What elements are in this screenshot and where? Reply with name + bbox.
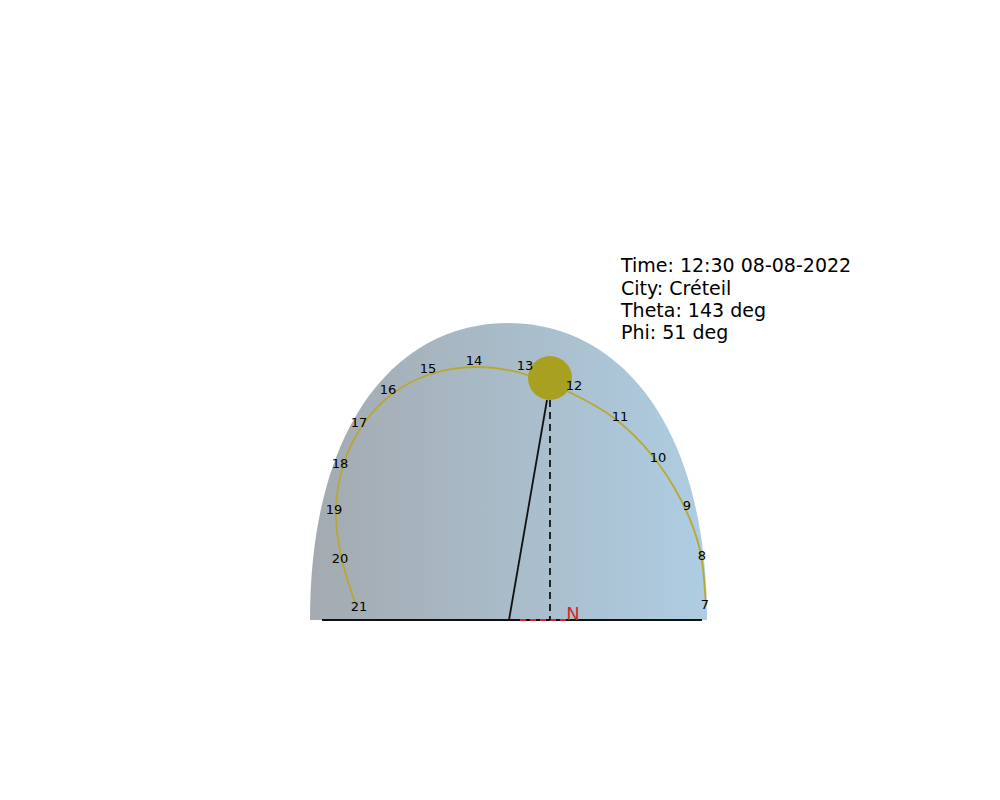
hour-label: 8 bbox=[698, 548, 706, 563]
horizon-line bbox=[322, 619, 702, 621]
hour-label: 17 bbox=[351, 415, 368, 430]
info-text: Time: 12:30 08-08-2022 bbox=[621, 254, 851, 276]
sky-dome bbox=[310, 323, 707, 620]
hour-label: 20 bbox=[332, 551, 349, 566]
north-axis bbox=[520, 619, 566, 621]
compass-label: N bbox=[566, 603, 579, 624]
sun-projection-line bbox=[549, 400, 551, 620]
hour-label: 14 bbox=[466, 353, 483, 368]
sun-disc bbox=[528, 356, 572, 400]
hour-label: 15 bbox=[420, 361, 437, 376]
hour-label: 9 bbox=[683, 498, 691, 513]
sun-direction-line bbox=[509, 400, 547, 620]
hour-label: 18 bbox=[332, 456, 349, 471]
info-text: Theta: 143 deg bbox=[621, 299, 766, 321]
hour-label: 19 bbox=[326, 502, 343, 517]
hour-label: 16 bbox=[380, 382, 397, 397]
info-text: Phi: 51 deg bbox=[621, 321, 728, 343]
sun-path-curve bbox=[336, 367, 706, 606]
hour-label: 10 bbox=[650, 450, 667, 465]
hour-label: 7 bbox=[701, 597, 709, 612]
hour-label: 11 bbox=[612, 409, 629, 424]
info-text: City: Créteil bbox=[621, 277, 731, 299]
hour-label: 12 bbox=[566, 378, 583, 393]
hour-label: 13 bbox=[517, 358, 534, 373]
hour-label: 21 bbox=[351, 599, 368, 614]
